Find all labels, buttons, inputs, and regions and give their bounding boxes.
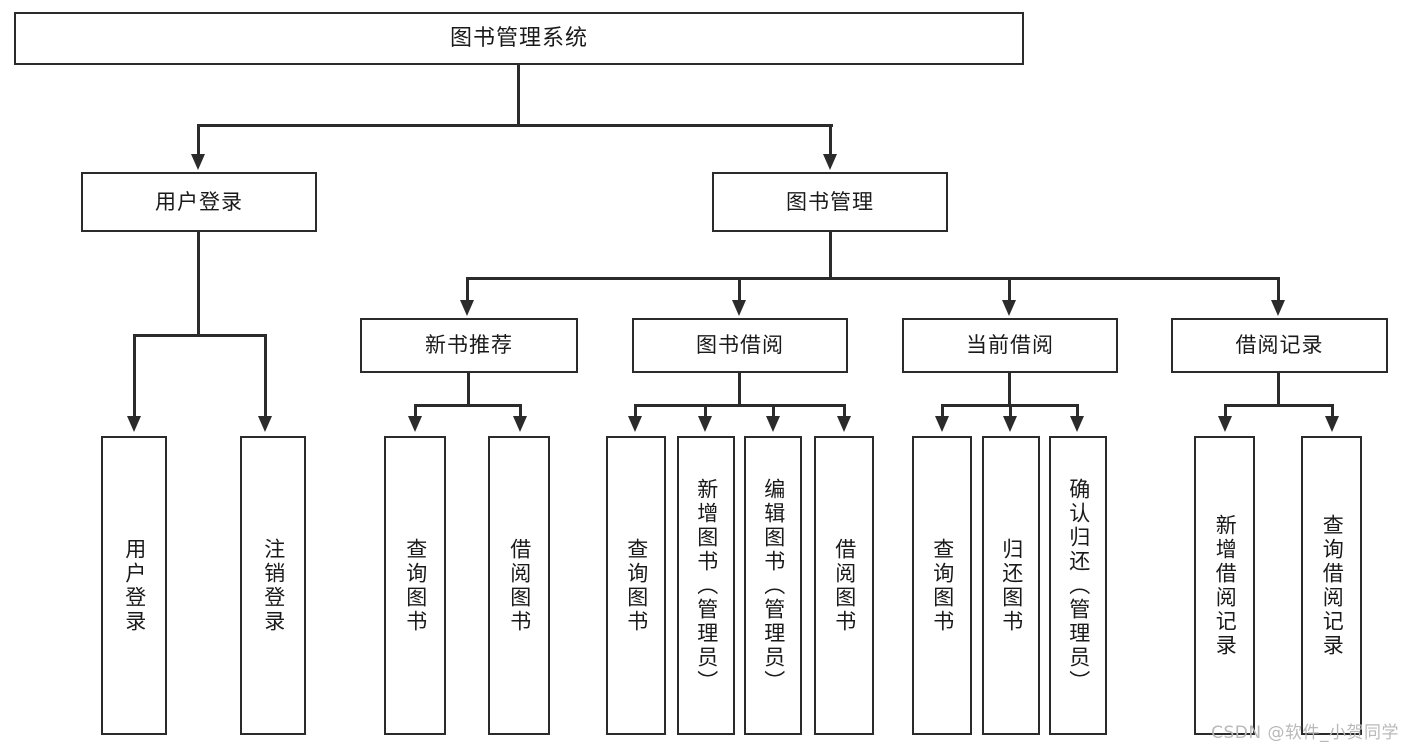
node-current-borrow[interactable]: 当前借阅 xyxy=(902,318,1118,373)
connector-drop-cb-confirm xyxy=(1076,404,1079,418)
connector-drop-bb-add xyxy=(704,404,707,418)
leaf-nb-query-book[interactable]: 查询图书 xyxy=(384,436,446,735)
arrow-user-login xyxy=(191,154,205,170)
connector-book-management-bus xyxy=(466,277,1278,280)
leaf-label: 用户登录 xyxy=(122,537,147,634)
node-root-system[interactable]: 图书管理系统 xyxy=(14,12,1024,65)
connector-drop-user-login xyxy=(197,124,200,156)
connector-user-login-bus xyxy=(133,334,267,337)
connector-book-borrow-stem xyxy=(738,373,741,406)
leaf-cb-query-book[interactable]: 查询图书 xyxy=(912,436,972,735)
node-label: 图书管理系统 xyxy=(449,25,588,51)
leaf-label: 查询图书 xyxy=(624,537,649,634)
leaf-label: 编辑图书（管理员） xyxy=(761,477,786,694)
leaf-label: 查询图书 xyxy=(403,537,428,634)
connector-drop-br-add xyxy=(1224,404,1227,418)
leaf-nb-borrow-book[interactable]: 借阅图书 xyxy=(488,436,550,735)
arrow-book-manage xyxy=(823,154,837,170)
connector-drop-book-manage xyxy=(829,124,832,156)
arrow-bb-borrow-book xyxy=(837,416,851,432)
connector-new-book-stem xyxy=(467,373,470,406)
connector-drop-leaf-user-login xyxy=(133,334,136,418)
arrow-leaf-user-login xyxy=(127,416,141,432)
arrow-new-book-recommend xyxy=(460,300,474,316)
node-book-management[interactable]: 图书管理 xyxy=(712,172,948,232)
arrow-bb-query-book xyxy=(628,416,642,432)
arrow-cb-query-book xyxy=(935,416,949,432)
leaf-label: 借阅图书 xyxy=(832,537,857,634)
connector-drop-new-book xyxy=(466,277,469,302)
node-label: 用户登录 xyxy=(155,189,243,214)
arrow-cb-return-book xyxy=(1003,416,1017,432)
connector-drop-book-borrow xyxy=(738,277,741,302)
connector-drop-nb-borrow xyxy=(519,404,522,418)
leaf-logout[interactable]: 注销登录 xyxy=(240,436,306,735)
connector-user-login-stem xyxy=(197,232,200,336)
leaf-bb-add-book[interactable]: 新增图书（管理员） xyxy=(677,436,735,735)
arrow-nb-borrow-book xyxy=(513,416,527,432)
connector-drop-bb-edit xyxy=(772,404,775,418)
leaf-label: 新增图书（管理员） xyxy=(694,477,719,694)
leaf-bb-query-book[interactable]: 查询图书 xyxy=(606,436,666,735)
leaf-cb-return-book[interactable]: 归还图书 xyxy=(982,436,1040,735)
connector-level2-bus xyxy=(197,124,833,127)
arrow-cb-confirm-return xyxy=(1070,416,1084,432)
arrow-borrow-record xyxy=(1271,300,1285,316)
leaf-label: 查询图书 xyxy=(930,537,955,634)
leaf-br-query-record[interactable]: 查询借阅记录 xyxy=(1301,436,1362,735)
leaf-label: 归还图书 xyxy=(999,537,1024,634)
arrow-bb-add-book xyxy=(698,416,712,432)
leaf-label: 借阅图书 xyxy=(507,537,532,634)
connector-drop-nb-query xyxy=(414,404,417,418)
connector-drop-borrow-record xyxy=(1277,277,1280,302)
leaf-label: 确认归还（管理员） xyxy=(1066,477,1091,694)
connector-drop-cb-query xyxy=(941,404,944,418)
leaf-bb-borrow-book[interactable]: 借阅图书 xyxy=(814,436,874,735)
connector-root-stem xyxy=(517,65,520,125)
node-new-book-recommend[interactable]: 新书推荐 xyxy=(360,318,578,373)
leaf-user-login[interactable]: 用户登录 xyxy=(101,436,167,735)
connector-borrow-record-stem xyxy=(1277,373,1280,406)
leaf-label: 查询借阅记录 xyxy=(1320,513,1345,658)
node-user-login[interactable]: 用户登录 xyxy=(81,172,317,232)
arrow-bb-edit-book xyxy=(766,416,780,432)
leaf-bb-edit-book[interactable]: 编辑图书（管理员） xyxy=(744,436,802,735)
connector-book-management-stem xyxy=(829,232,832,279)
connector-book-borrow-bus xyxy=(634,404,846,407)
connector-new-book-bus xyxy=(414,404,522,407)
leaf-label: 注销登录 xyxy=(261,537,286,634)
node-label: 图书管理 xyxy=(786,189,874,214)
leaf-cb-confirm-return[interactable]: 确认归还（管理员） xyxy=(1049,436,1107,735)
connector-drop-current-borrow xyxy=(1008,277,1011,302)
node-book-borrow[interactable]: 图书借阅 xyxy=(632,318,848,373)
arrow-book-borrow xyxy=(732,300,746,316)
connector-drop-bb-query xyxy=(634,404,637,418)
connector-drop-bb-borrow xyxy=(843,404,846,418)
arrow-current-borrow xyxy=(1002,300,1016,316)
node-label: 借阅记录 xyxy=(1235,333,1324,358)
arrow-nb-query-book xyxy=(408,416,422,432)
leaf-br-add-record[interactable]: 新增借阅记录 xyxy=(1194,436,1255,735)
arrow-leaf-logout xyxy=(258,416,272,432)
node-label: 图书借阅 xyxy=(696,333,784,358)
connector-drop-br-query xyxy=(1331,404,1334,418)
arrow-br-query-record xyxy=(1325,416,1339,432)
connector-drop-cb-return xyxy=(1009,404,1012,418)
node-label: 当前借阅 xyxy=(966,333,1054,358)
node-label: 新书推荐 xyxy=(425,333,513,358)
leaf-label: 新增借阅记录 xyxy=(1213,513,1238,658)
arrow-br-add-record xyxy=(1218,416,1232,432)
connector-current-borrow-stem xyxy=(1008,373,1011,406)
connector-drop-leaf-logout xyxy=(264,334,267,418)
connector-borrow-record-bus xyxy=(1224,404,1334,407)
node-borrow-record[interactable]: 借阅记录 xyxy=(1171,318,1388,373)
